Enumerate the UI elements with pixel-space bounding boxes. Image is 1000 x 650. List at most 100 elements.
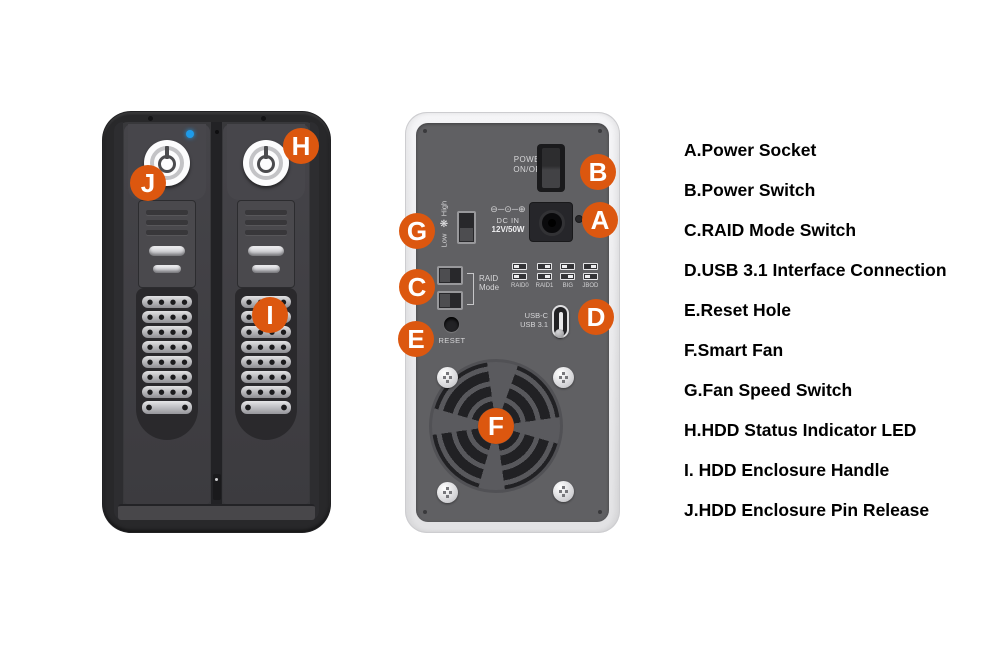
callout-badge-f: F [478,408,514,444]
reset-hole [444,317,459,332]
bezel-screw-dot [261,116,266,121]
handle-ridge [245,230,287,235]
power-socket-hole [539,210,565,236]
raid-mode-switch-2 [437,291,463,310]
legend-item-a: A.Power Socket [684,140,817,160]
callout-badge-e: E [398,321,434,357]
legend-item-b: B.Power Switch [684,180,816,200]
fan-high-label: High [439,200,449,217]
fan-screw [553,367,574,388]
power-socket [529,202,573,242]
callout-badge-b: B [580,154,616,190]
vent-slat-end [142,401,192,414]
vent-slat-end [241,401,291,414]
fan-speed-switch [457,211,476,244]
handle-clip [248,246,284,256]
raid-label-line2: Mode [479,283,500,292]
legend-item-c: C.RAID Mode Switch [684,220,857,240]
dip-label-big: BIG [562,283,574,289]
handle-clip [252,265,280,273]
vent-slat [142,356,192,368]
rear-panel: POWER ON/OFF ⊖─⊙─⊕ DC IN 12V/50W High ❋ … [416,123,609,522]
base-bar [118,504,315,520]
dip-switch-icon [537,273,552,280]
pin-release-knob [243,140,289,186]
handle-ridge [245,210,287,215]
legend-item-h: H.HDD Status Indicator LED [684,420,917,440]
power-switch [537,144,565,192]
legend-list: A.Power Socket B.Power Switch C.RAID Mod… [684,140,947,520]
reset-label: RESET [438,336,466,345]
bezel-screw-dot [148,116,153,121]
power-onoff-label: POWER ON/OFF [496,155,546,175]
dip-label-jbod: JBOD [582,283,599,289]
dip-switch-icon [537,263,552,270]
handle-ridge [146,220,188,225]
handle-ridge [146,210,188,215]
vent-slat [142,341,192,353]
callout-badge-g: G [399,213,435,249]
vent-slat [142,296,192,308]
enclosure-handle [237,200,295,288]
dc-power-label: 12V/50W [491,225,525,234]
power-label-line2: ON/OFF [513,165,546,174]
handle-clip [149,246,185,256]
legend-item-e: E.Reset Hole [684,300,791,320]
fan-low-label: Low [439,233,449,248]
fan-screw [437,367,458,388]
callout-badge-d: D [578,299,614,335]
dip-switch-icon [560,263,576,270]
dip-switch-icon [582,263,598,270]
fan-screw [553,481,574,502]
dip-label-raid1: RAID1 [535,283,554,289]
enclosure-handle [138,200,196,288]
divider-foot [212,474,221,500]
left-rail [114,122,123,520]
dc-in-label: DC IN [496,216,520,225]
dip-switch-icon [512,273,528,280]
legend-item-j: J.HDD Enclosure Pin Release [684,500,930,520]
divider-screw [214,130,219,134]
vent-slat [241,356,291,368]
handle-ridge [146,230,188,235]
callout-badge-c: C [399,269,435,305]
dip-jbod: JBOD [582,263,598,290]
vent-slat [241,386,291,398]
raid-label-line1: RAID [479,274,499,283]
raid-dip-diagram: RAID0 RAID1 BIG JBOD [511,263,598,290]
vent-slat [241,371,291,383]
dip-big: BIG [560,263,576,290]
dip-switch-icon [582,273,598,280]
panel-small-screw [555,329,564,338]
legend-item-g: G.Fan Speed Switch [684,380,853,400]
usbc-label-line1: USB-C [524,311,548,320]
usbc-label: USB-C USB 3.1 [508,311,548,329]
dial-stem [165,146,169,159]
handle-ridge [245,220,287,225]
dc-polarity-icon: ⊖─⊙─⊕ [490,204,526,214]
dip-raid0: RAID0 [511,263,529,290]
panel-screw [598,129,602,133]
panel-screw [598,510,602,514]
raid-switch-knob [440,269,450,282]
callout-badge-i: I [252,297,288,333]
legend-item-i: I. HDD Enclosure Handle [684,460,890,480]
callout-badge-j: J [130,165,166,201]
vent-slat [241,341,291,353]
right-rail [310,122,319,520]
dial-stem [264,146,268,159]
usbc-port-tongue [558,312,563,331]
fan-icon: ❋ [439,219,449,230]
vent-slat [142,326,192,338]
usbc-label-line2: USB 3.1 [520,320,548,329]
handle-clip [153,265,181,273]
dip-switch-icon [512,263,528,270]
dip-label-raid0: RAID0 [511,283,529,289]
vent-slat [142,386,192,398]
raid-bracket [467,273,474,305]
vent-grille [136,288,198,440]
legend-item-d: D.USB 3.1 Interface Connection [684,260,947,280]
raid-mode-label: RAID Mode [479,274,499,292]
panel-screw [423,510,427,514]
